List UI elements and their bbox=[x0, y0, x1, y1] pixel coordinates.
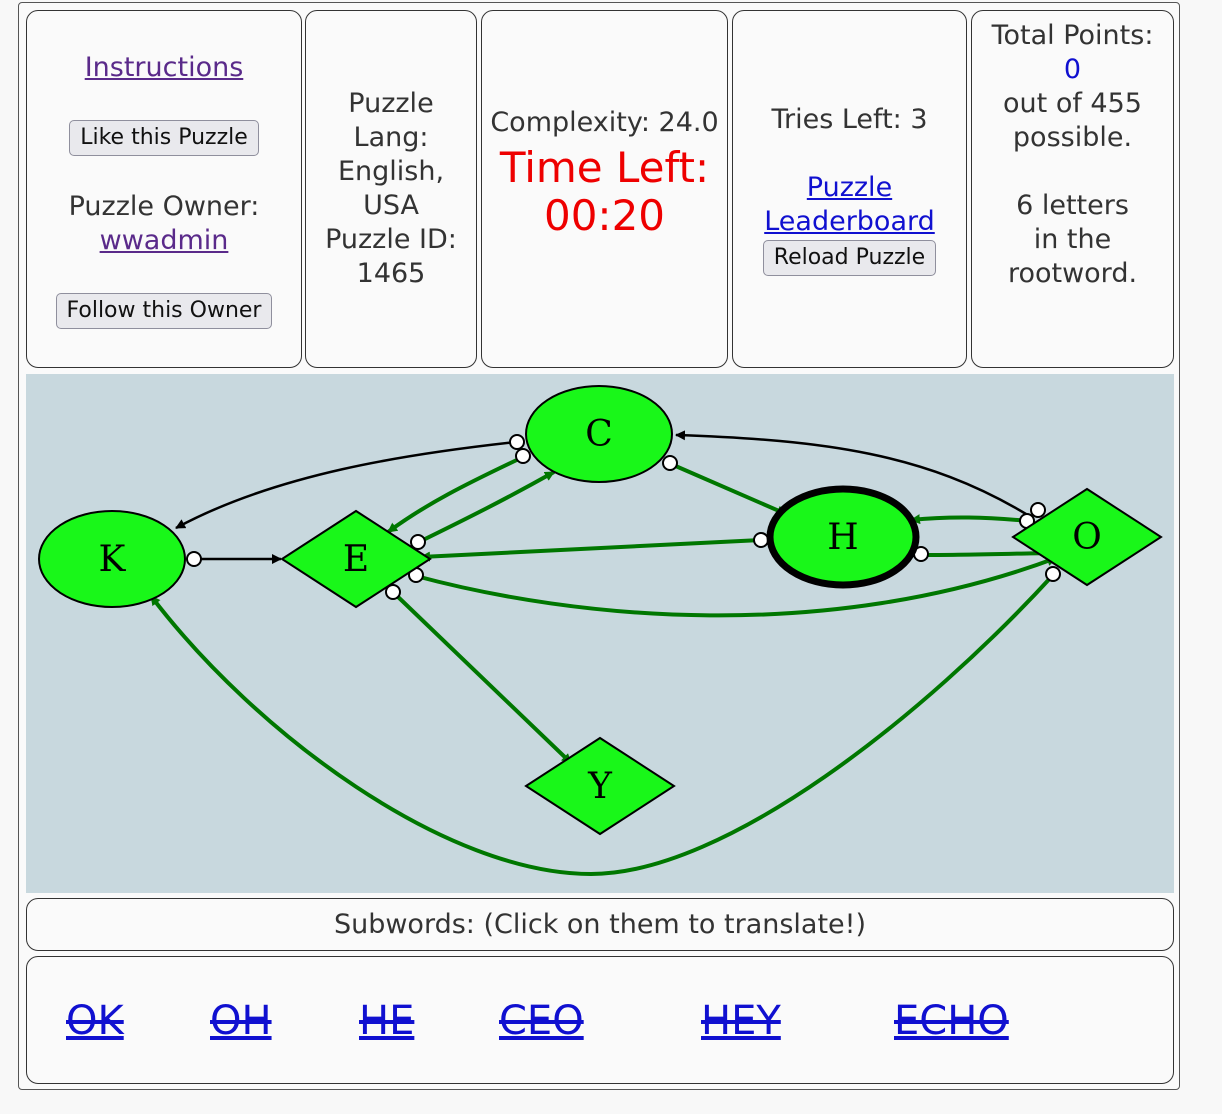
subwords-header: Subwords: (Click on them to translate!) bbox=[26, 898, 1174, 951]
edge-h-o bbox=[922, 548, 1053, 559]
time-left-label: Time Left: bbox=[499, 143, 710, 192]
leaderboard-link-line2: Leaderboard bbox=[764, 206, 935, 237]
puzzle-info-line: Puzzle ID: bbox=[325, 224, 457, 255]
edge-e-o bbox=[415, 556, 1057, 618]
like-puzzle-button[interactable]: Like this Puzzle bbox=[69, 120, 259, 156]
complexity-text: Complexity: 24.0 bbox=[490, 107, 719, 138]
node-k[interactable] bbox=[38, 510, 186, 608]
edge-h-e bbox=[420, 538, 762, 562]
node-y-label: Y bbox=[587, 766, 613, 807]
letter-graph-svg: C K E H O Y bbox=[38, 385, 1163, 877]
edge-o-h bbox=[910, 514, 1029, 525]
node-c-label: C bbox=[585, 414, 613, 455]
puzzle-info-line: USA bbox=[363, 190, 419, 221]
edge-e-c bbox=[418, 470, 555, 544]
node-y[interactable] bbox=[524, 736, 676, 836]
time-left-value: 00:20 bbox=[543, 191, 666, 240]
edge-e-y bbox=[393, 592, 573, 765]
puzzle-info-panel: Puzzle Lang: English, USA Puzzle ID: 146… bbox=[305, 10, 477, 368]
follow-owner-button[interactable]: Follow this Owner bbox=[55, 293, 273, 329]
subword-link[interactable]: OH bbox=[210, 998, 272, 1044]
letters-text-3: rootword. bbox=[1007, 258, 1138, 289]
subwords-header-text: Subwords: (Click on them to translate!) bbox=[333, 909, 867, 940]
node-k-label: K bbox=[99, 539, 127, 580]
edge-c-e bbox=[386, 456, 522, 534]
puzzle-info-line: English, bbox=[337, 156, 445, 187]
edge-o-k bbox=[149, 572, 1056, 877]
owner-label: Puzzle Owner: bbox=[68, 191, 260, 222]
letter-graph: C K E H O Y bbox=[26, 374, 1174, 893]
node-h-label: H bbox=[827, 517, 858, 558]
node-e-label: E bbox=[343, 539, 369, 580]
leaderboard-link-line1: Puzzle bbox=[806, 172, 893, 203]
subword-link[interactable]: HE bbox=[359, 998, 415, 1044]
node-h[interactable] bbox=[766, 485, 920, 589]
puzzle-info-line: Lang: bbox=[353, 122, 429, 153]
node-o[interactable] bbox=[1011, 487, 1163, 587]
reload-puzzle-button[interactable]: Reload Puzzle bbox=[762, 240, 937, 276]
edge-c-k bbox=[175, 440, 517, 530]
subword-link[interactable]: HEY bbox=[701, 998, 781, 1044]
instructions-link[interactable]: Instructions bbox=[84, 52, 244, 83]
puzzle-id-value: 1465 bbox=[356, 258, 426, 289]
letters-text-2: in the bbox=[1033, 224, 1112, 255]
node-o-label: O bbox=[1072, 517, 1102, 558]
points-possible-total: out of 455 bbox=[1003, 88, 1142, 119]
points-possible-label: possible. bbox=[1012, 122, 1133, 153]
tries-left-text: Tries Left: 3 bbox=[771, 104, 928, 135]
subwords-list: OK OH HE CEO HEY ECHO bbox=[26, 956, 1174, 1084]
node-e[interactable] bbox=[280, 509, 432, 609]
puzzle-info-line: Puzzle bbox=[348, 88, 434, 119]
points-value: 0 bbox=[1063, 54, 1082, 85]
owner-name-link[interactable]: wwadmin bbox=[99, 225, 229, 256]
node-c[interactable] bbox=[525, 385, 673, 483]
letters-count-text: 6 letters bbox=[1016, 190, 1129, 221]
subword-link[interactable]: ECHO bbox=[894, 998, 1009, 1044]
subword-link[interactable]: OK bbox=[66, 998, 124, 1044]
subword-link[interactable]: CEO bbox=[499, 998, 584, 1044]
puzzle-actions-panel: Instructions Like this Puzzle Puzzle Own… bbox=[26, 10, 302, 368]
edge-o-c bbox=[675, 430, 1027, 516]
timer-panel: Complexity: 24.0 Time Left: 00:20 bbox=[481, 10, 728, 368]
total-points-label: Total Points: bbox=[991, 20, 1154, 51]
edge-c-h bbox=[670, 462, 787, 516]
score-panel: Total Points: 0 out of 455 possible. 6 l… bbox=[971, 10, 1174, 368]
